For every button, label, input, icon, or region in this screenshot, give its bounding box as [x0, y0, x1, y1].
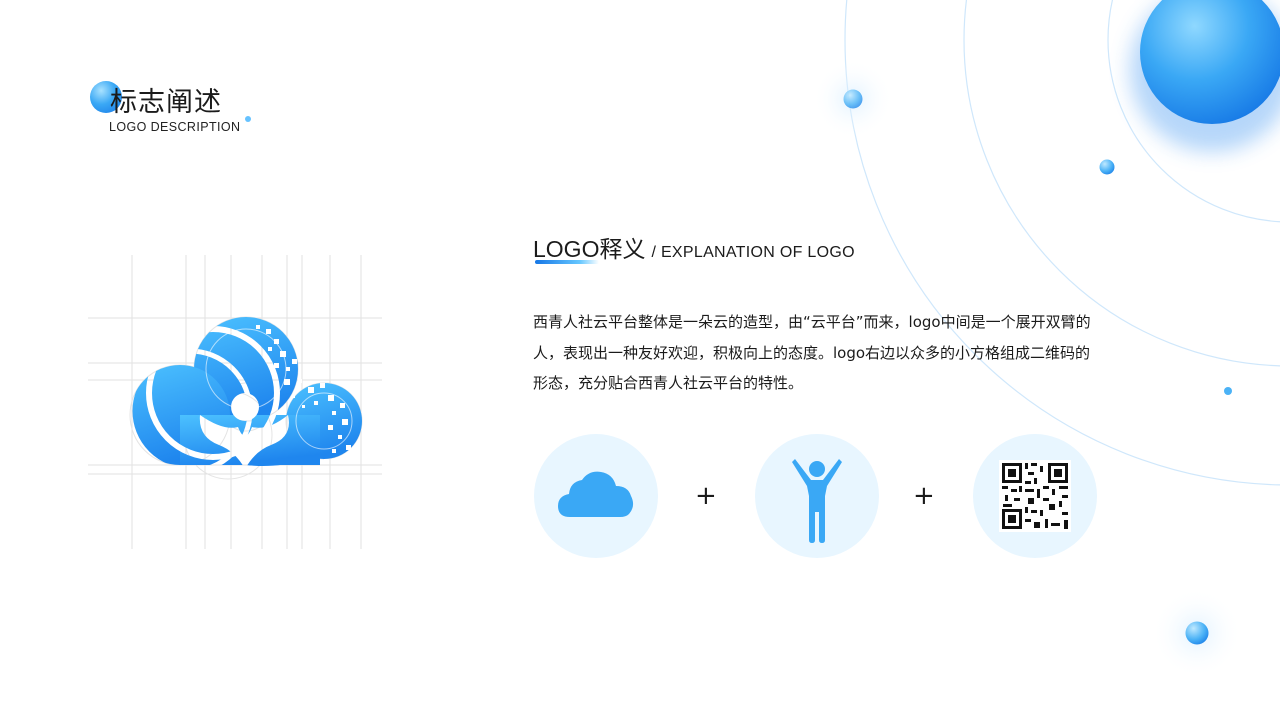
logo-description-text: 西青人社云平台整体是一朵云的造型，由“云平台”而来，logo中间是一个展开双臂的…: [533, 313, 1091, 392]
orbit-ball: [843, 89, 863, 109]
orbit-ring-inner: [1107, 0, 1280, 223]
orbit-ball-glow: [813, 59, 893, 139]
plus-sign: +: [913, 481, 935, 511]
qr-code-icon: [999, 460, 1071, 532]
big-ball: [1140, 0, 1280, 124]
header-ball-decoration: [90, 81, 122, 113]
page-title: 标志阐述: [110, 87, 222, 118]
page-header: 标志阐述 LOGO DESCRIPTION: [90, 78, 290, 138]
section-underline: [535, 260, 599, 264]
cloud-icon: [558, 471, 634, 517]
orbit-ball: [1185, 621, 1209, 645]
logo-construction: [88, 255, 382, 549]
plus-sign: +: [695, 481, 717, 511]
big-ball-glow: [1130, 0, 1280, 152]
person-icon-badge: [755, 434, 879, 558]
orbit-ball: [1099, 159, 1115, 175]
section-title: LOGO释义: [533, 236, 646, 262]
orbit-ball-glow: [1152, 588, 1242, 678]
qr-code-icon-badge: [973, 434, 1097, 558]
orbit-ring-outer: [844, 0, 1280, 486]
section-subtitle: / EXPLANATION OF LOGO: [651, 244, 855, 261]
header-dot-decoration: [245, 116, 251, 122]
cloud-logo-icon: [88, 255, 382, 549]
page-subtitle: LOGO DESCRIPTION: [109, 120, 241, 134]
cloud-icon-badge: [534, 434, 658, 558]
orbit-ball: [1224, 387, 1232, 395]
section-heading: LOGO释义 / EXPLANATION OF LOGO: [533, 230, 855, 264]
person-arms-up-icon: [792, 459, 842, 543]
